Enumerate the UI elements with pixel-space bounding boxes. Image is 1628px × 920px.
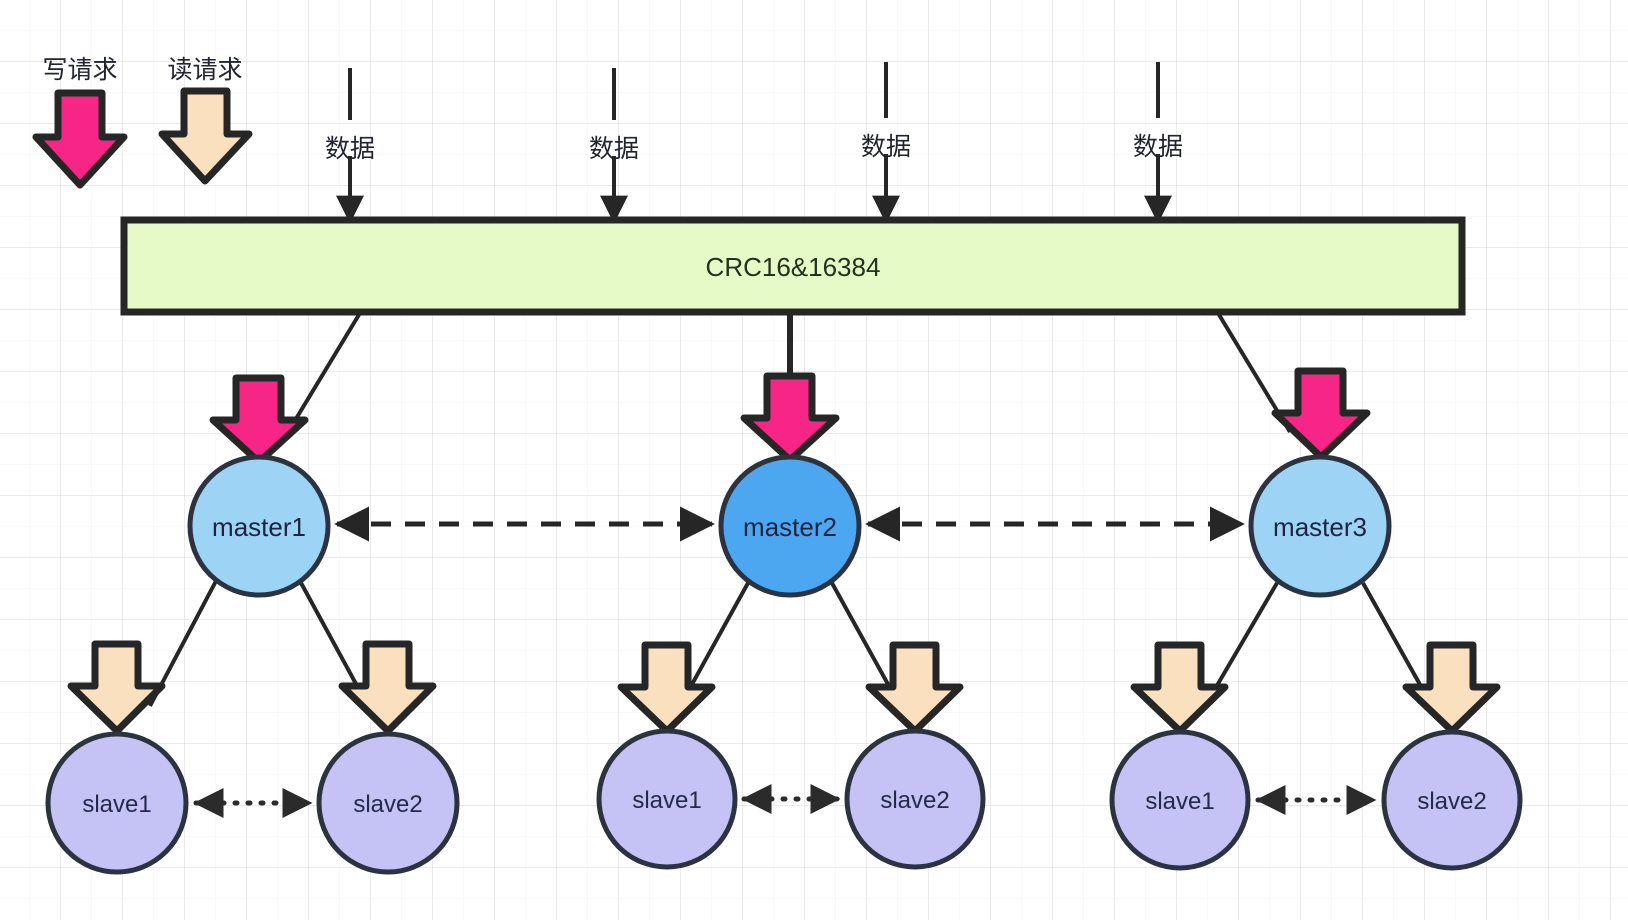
data-input-4: 数据 xyxy=(1133,62,1183,224)
data-input-label-4: 数据 xyxy=(1133,133,1183,161)
node-m3-slave1-label: slave1 xyxy=(1145,788,1214,815)
node-m2-slave2-circle xyxy=(844,728,986,870)
data-input-label-3: 数据 xyxy=(861,133,911,161)
node-m1-slave1[interactable]: slave1 xyxy=(45,731,189,875)
data-input-2: 数据 xyxy=(589,68,639,224)
node-master2-circle xyxy=(718,454,862,598)
data-input-1: 数据 xyxy=(325,68,375,224)
data-input-label-1: 数据 xyxy=(325,135,375,163)
write-request-arrow-icon xyxy=(32,89,128,189)
node-m2-slave2-label: slave2 xyxy=(880,787,949,814)
hash-slot-box[interactable]: CRC16&16384 xyxy=(120,216,1466,316)
write-arrow-to-master1 xyxy=(209,374,309,466)
data-input-arrows: 数据 数据 数据 数据 xyxy=(325,62,1183,224)
hash-slot-box-rect xyxy=(120,216,1466,316)
write-arrow-to-master3 xyxy=(1271,367,1371,461)
read-arrow-to-m2-slave1 xyxy=(617,641,716,735)
node-m1-slave2-label: slave2 xyxy=(353,791,422,818)
node-m3-slave2[interactable]: slave2 xyxy=(1381,729,1523,871)
hash-slot-box-label: CRC16&16384 xyxy=(706,252,881,282)
slave-read-arrows xyxy=(67,640,1501,735)
node-m2-slave1[interactable]: slave1 xyxy=(596,728,738,870)
read-arrow-to-m1-slave2 xyxy=(338,640,437,735)
node-master3-label: master3 xyxy=(1273,512,1367,542)
read-arrow-to-m1-slave1 xyxy=(67,640,166,735)
node-m2-slave1-circle xyxy=(596,728,738,870)
node-m1-slave2-circle xyxy=(316,731,460,875)
legend: 写请求 读请求 xyxy=(32,56,253,189)
node-master1-label: master1 xyxy=(212,512,306,542)
node-m1-slave1-label: slave1 xyxy=(82,791,151,818)
read-arrow-to-m3-slave2 xyxy=(1402,641,1501,735)
master-nodes: master1 master2 master3 xyxy=(187,454,1392,598)
legend-item-write: 写请求 xyxy=(32,56,128,189)
node-m1-slave1-circle xyxy=(45,731,189,875)
node-master1-circle xyxy=(187,454,331,598)
write-arrow-to-master2 xyxy=(740,372,840,464)
node-master1[interactable]: master1 xyxy=(187,454,331,598)
node-m2-slave2[interactable]: slave2 xyxy=(844,728,986,870)
node-m3-slave2-label: slave2 xyxy=(1417,788,1486,815)
slave-sync-links xyxy=(193,784,1377,818)
node-m2-slave1-label: slave1 xyxy=(632,787,701,814)
slave-nodes: slave1 slave2 slave1 slave2 slave1 xyxy=(45,728,1523,875)
master-write-arrows xyxy=(209,367,1371,466)
node-master2-label: master2 xyxy=(743,512,837,542)
read-request-arrow-icon xyxy=(158,87,253,185)
node-master3-circle xyxy=(1248,454,1392,598)
read-arrow-to-m3-slave1 xyxy=(1130,641,1229,735)
node-m3-slave1[interactable]: slave1 xyxy=(1109,729,1251,871)
node-m1-slave2[interactable]: slave2 xyxy=(316,731,460,875)
node-master3[interactable]: master3 xyxy=(1248,454,1392,598)
node-m3-slave2-circle xyxy=(1381,729,1523,871)
read-arrow-to-m2-slave2 xyxy=(865,641,964,735)
legend-label-write: 写请求 xyxy=(42,56,117,84)
data-input-3: 数据 xyxy=(861,62,911,224)
node-master2[interactable]: master2 xyxy=(718,454,862,598)
legend-item-read: 读请求 xyxy=(158,56,253,185)
data-input-label-2: 数据 xyxy=(589,135,639,163)
legend-label-read: 读请求 xyxy=(167,56,242,84)
node-m3-slave1-circle xyxy=(1109,729,1251,871)
link-box-to-master1 xyxy=(286,311,362,434)
